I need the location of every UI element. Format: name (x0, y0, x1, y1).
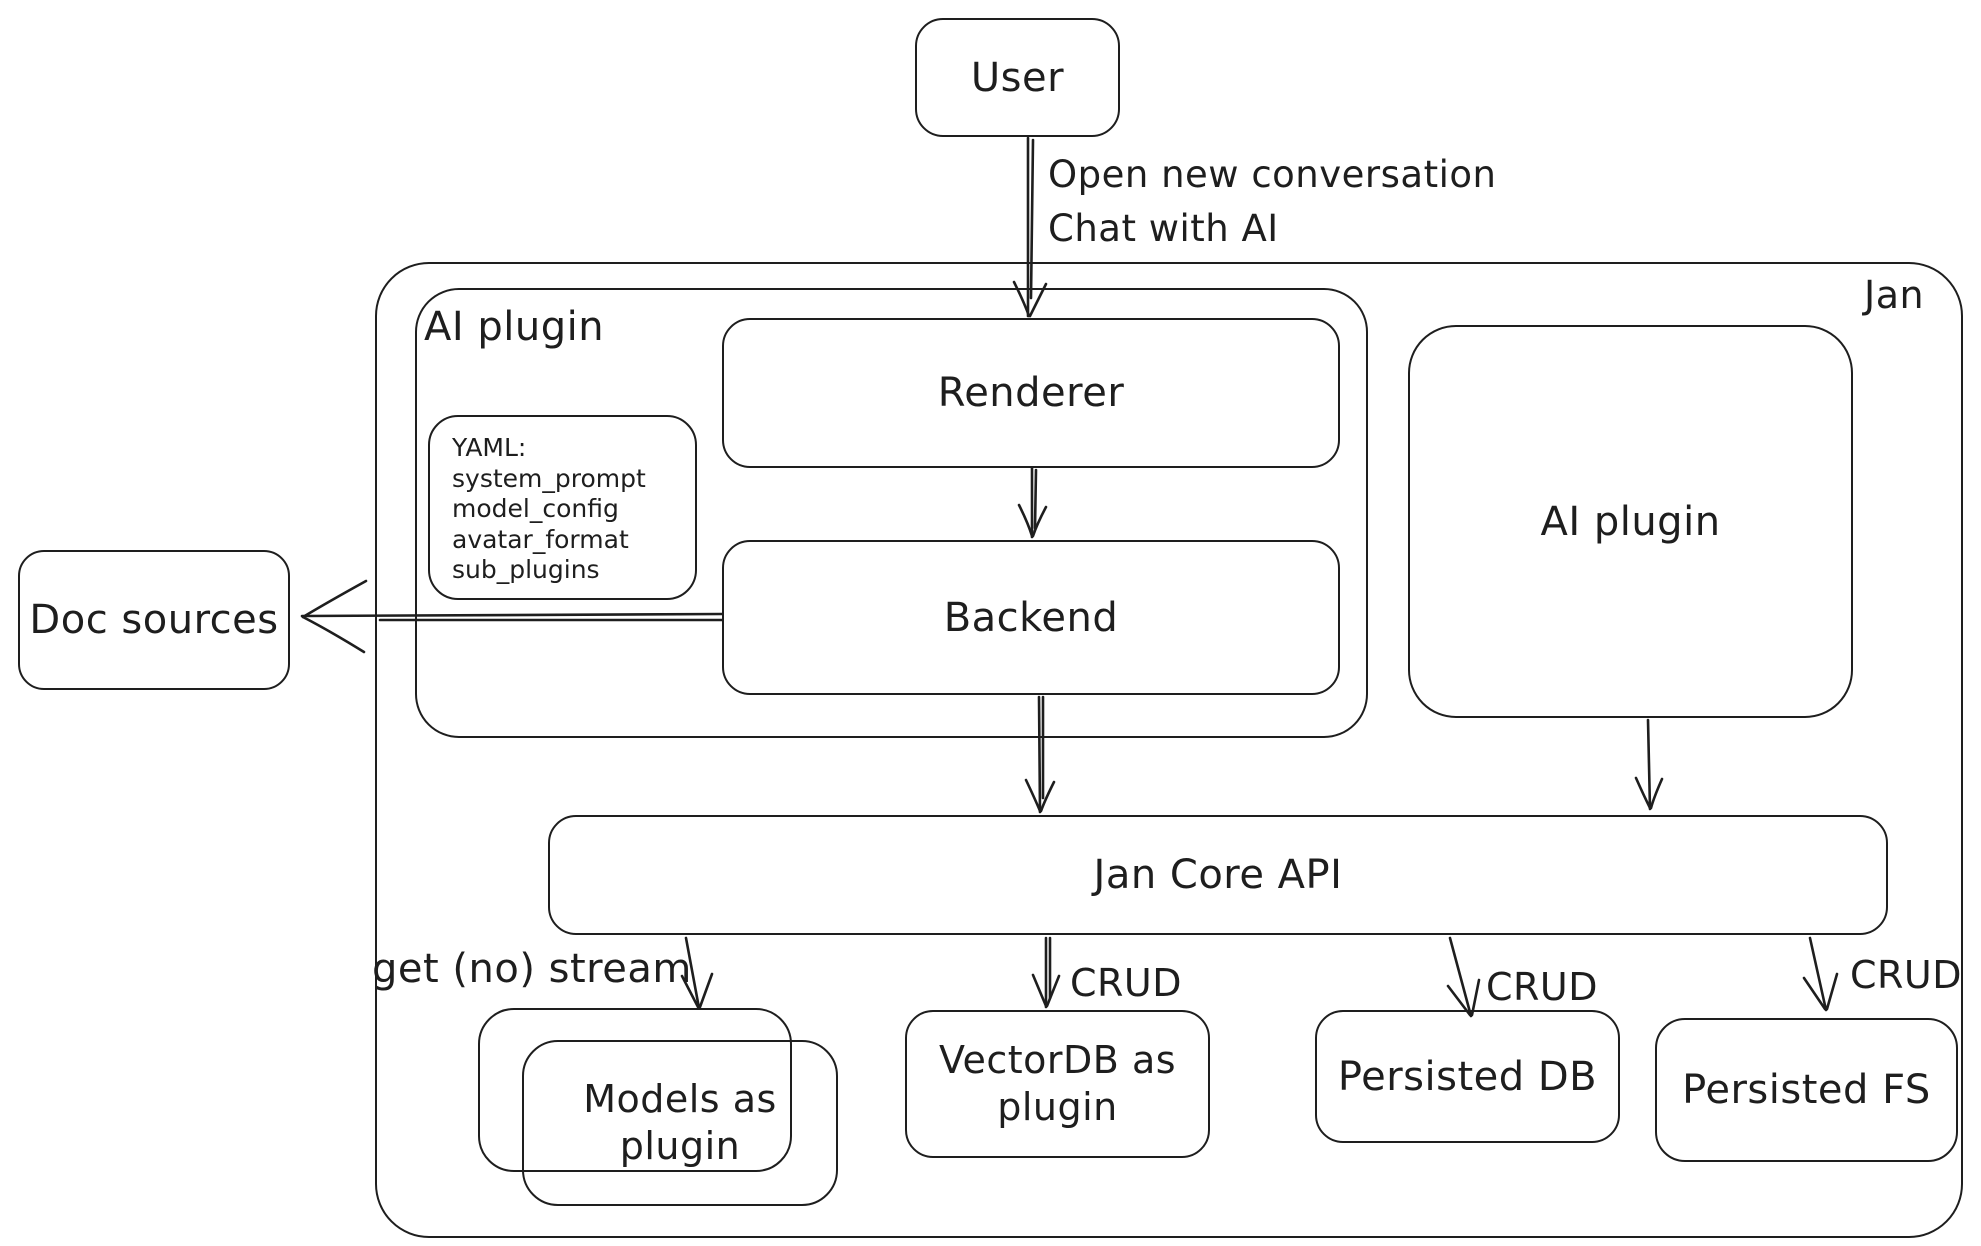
yaml-config-lines: YAML: system_prompt model_config avatar_… (430, 417, 646, 586)
persisted-fs-node-label: Persisted FS (1682, 1067, 1931, 1113)
user-node-label: User (970, 54, 1065, 101)
edge-label-crud-vectordb: CRUD (1070, 961, 1183, 1005)
jan-core-api-node-label: Jan Core API (1093, 852, 1343, 898)
yaml-line-sub-plugins: sub_plugins (452, 555, 600, 584)
doc-sources-node: Doc sources (18, 550, 290, 690)
vectordb-as-plugin-label: VectorDB as plugin (938, 1037, 1177, 1130)
doc-sources-node-label: Doc sources (29, 597, 279, 643)
yaml-config-note: YAML: system_prompt model_config avatar_… (428, 415, 697, 600)
vectordb-as-plugin-node: VectorDB as plugin (905, 1010, 1210, 1158)
edge-label-get-no-stream: get (no) stream (372, 946, 692, 992)
models-as-plugin-back-box (478, 1008, 792, 1172)
renderer-node-label: Renderer (937, 370, 1125, 416)
jan-container (375, 262, 1963, 1238)
yaml-line-title: YAML: (452, 433, 527, 462)
backend-node: Backend (722, 540, 1340, 695)
backend-node-label: Backend (943, 594, 1119, 641)
yaml-line-model-config: model_config (452, 494, 619, 523)
models-as-plugin-node: Models as plugin (522, 1040, 838, 1206)
ai-plugin-left-label: AI plugin (424, 304, 605, 350)
edge-label-crud-persisted-db: CRUD (1486, 965, 1599, 1009)
persisted-fs-node: Persisted FS (1655, 1018, 1958, 1162)
yaml-line-avatar-format: avatar_format (452, 524, 629, 554)
ai-plugin-left-container (415, 288, 1368, 738)
edge-label-open-conversation: Open new conversation Chat with AI (1048, 153, 1497, 250)
persisted-db-node: Persisted DB (1315, 1010, 1620, 1143)
user-node: User (915, 18, 1120, 137)
edge-label-crud-persisted-fs: CRUD (1850, 953, 1963, 997)
jan-core-api-node: Jan Core API (548, 815, 1888, 935)
models-as-plugin-label: Models as plugin (583, 1076, 777, 1169)
renderer-node: Renderer (722, 318, 1340, 468)
yaml-line-system-prompt: system_prompt (452, 463, 646, 493)
ai-plugin-right-label: AI plugin (1540, 498, 1721, 545)
jan-container-label: Jan (1864, 273, 1925, 317)
persisted-db-node-label: Persisted DB (1337, 1053, 1598, 1100)
ai-plugin-right-node: AI plugin (1408, 325, 1853, 718)
